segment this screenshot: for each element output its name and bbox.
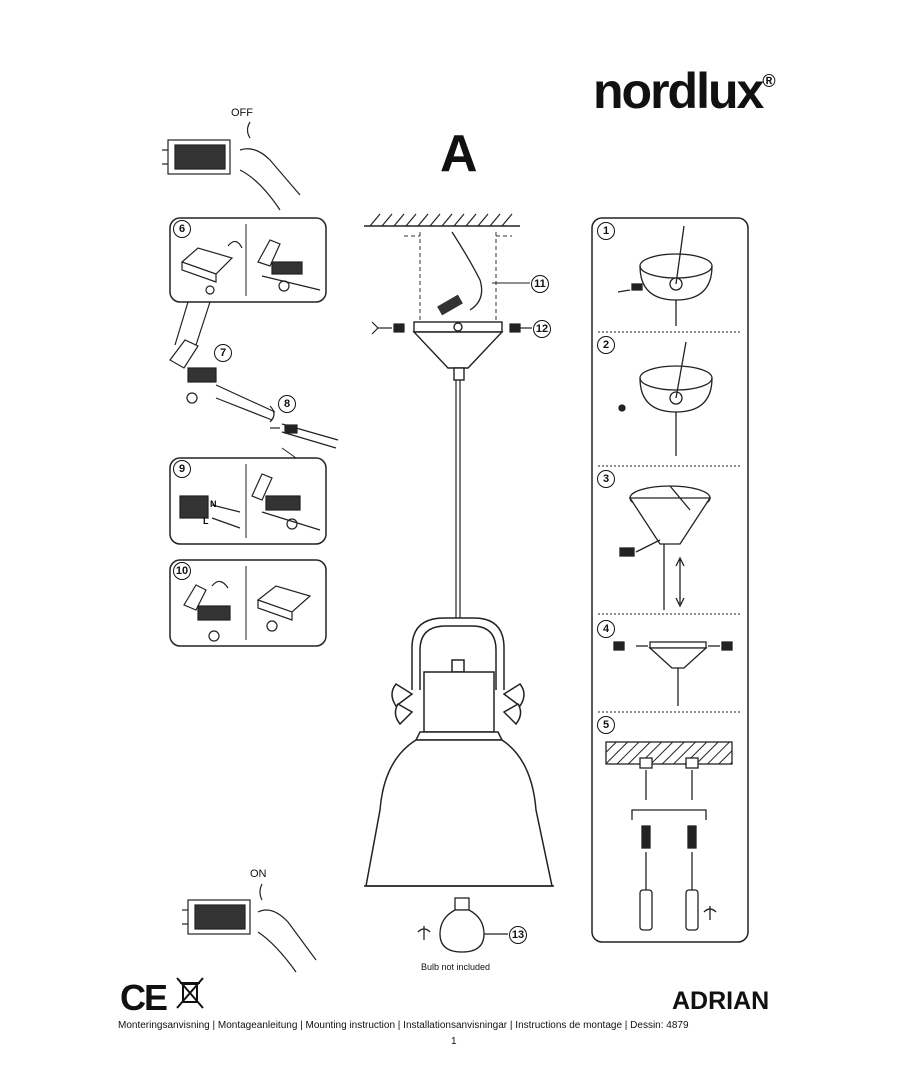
- brand-logo: nordlux®: [593, 63, 776, 119]
- callout-11: 11: [531, 275, 549, 293]
- crossed-bin-icon: [176, 977, 204, 1009]
- ce-mark: CE: [120, 977, 168, 1018]
- footer-text: Monteringsanvisning | Montageanleitung |…: [118, 1020, 689, 1031]
- callout-12: 12: [533, 320, 551, 338]
- bulb-caption: Bulb not included: [421, 962, 491, 972]
- section-letter: A: [440, 125, 478, 183]
- step-5-marker: 5: [597, 716, 615, 734]
- wire-label-n: N: [210, 499, 217, 509]
- step-8-marker: 8: [278, 395, 296, 413]
- step-3-marker: 3: [597, 470, 615, 488]
- step-1-marker: 1: [597, 222, 615, 240]
- step-2-marker: 2: [597, 336, 615, 354]
- step-6-marker: 6: [173, 220, 191, 238]
- step-7-marker: 7: [214, 344, 232, 362]
- switch-off-label: OFF: [231, 107, 253, 119]
- step-10-marker: 10: [173, 562, 191, 580]
- page-number: 1: [451, 1036, 457, 1047]
- wire-label-l: L: [203, 516, 209, 526]
- switch-on-label: ON: [250, 868, 267, 880]
- callout-13: 13: [509, 926, 527, 944]
- step-4-marker: 4: [597, 620, 615, 638]
- product-name: ADRIAN: [672, 987, 770, 1015]
- step-9-marker: 9: [173, 460, 191, 478]
- breaker-off-icon: [162, 121, 301, 211]
